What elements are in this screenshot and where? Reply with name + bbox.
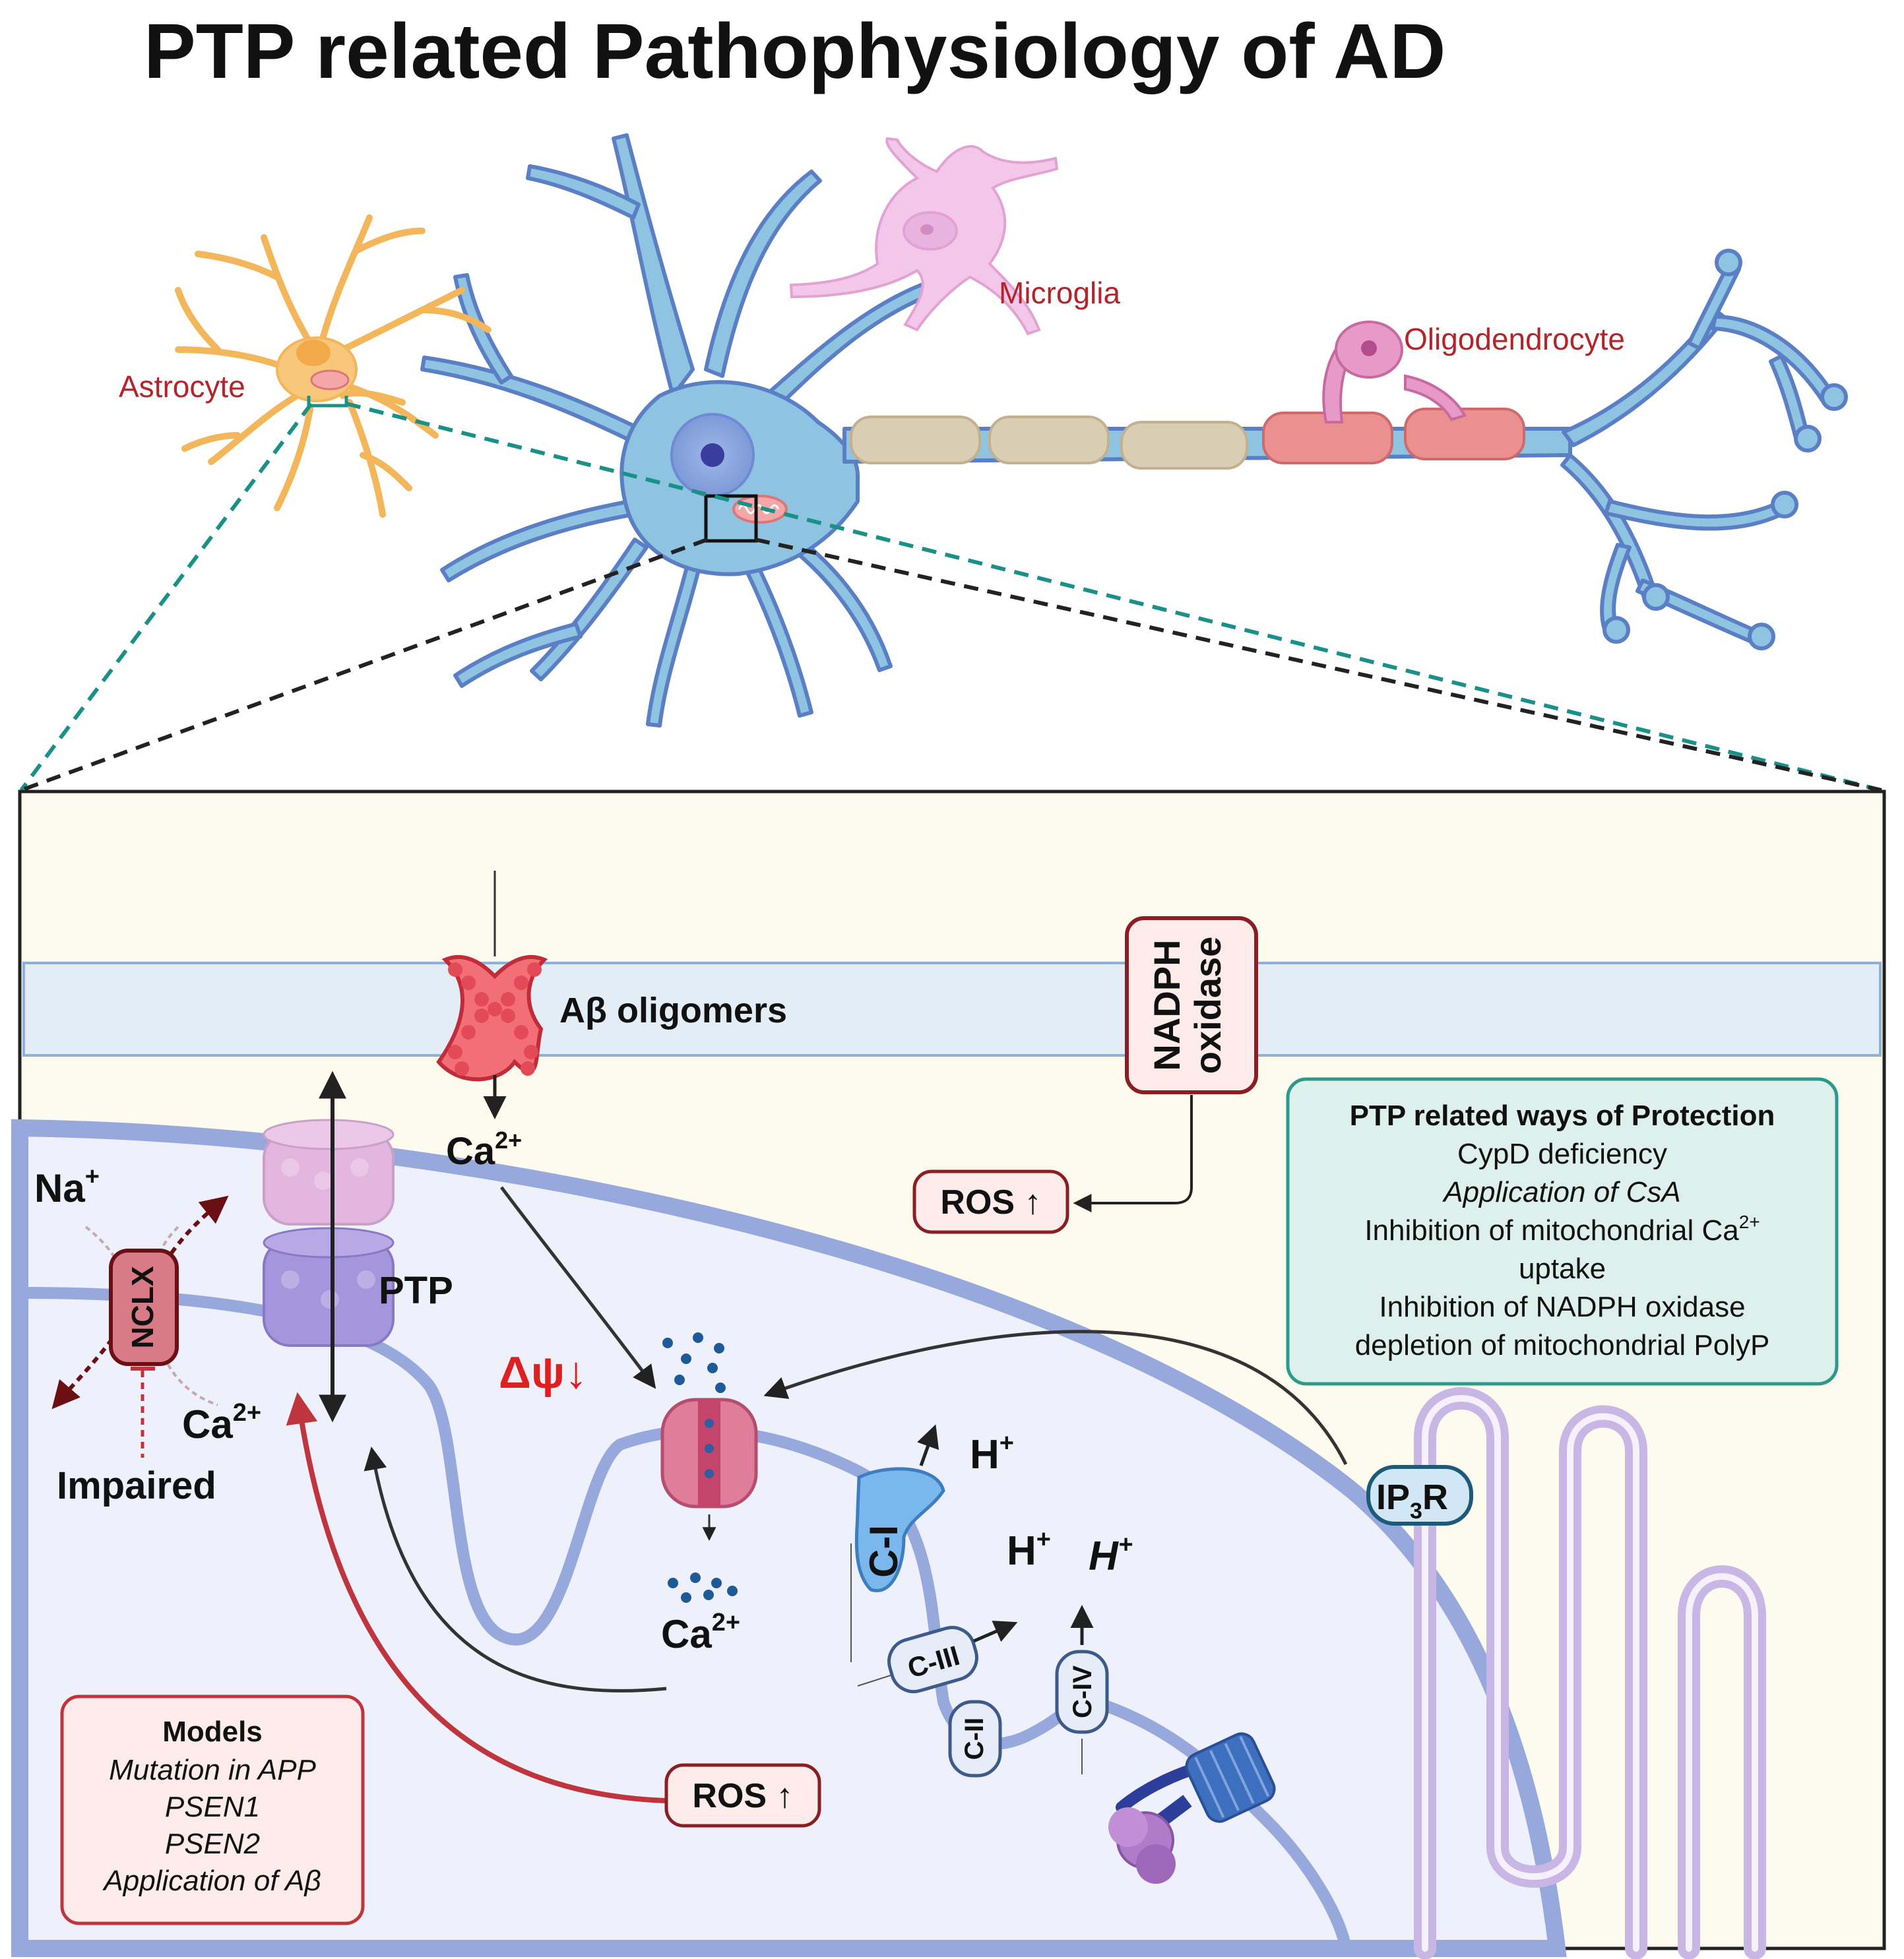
complex-iii-proton-arrow bbox=[973, 1621, 1018, 1643]
protection-heading: PTP related ways of Protection bbox=[1350, 1100, 1775, 1132]
protection-item: Application of CsA bbox=[1442, 1176, 1681, 1208]
abeta-oligomer-channel-icon bbox=[436, 871, 548, 1082]
nadph-oxidase-box bbox=[1125, 916, 1258, 1094]
proton-label: H+ bbox=[970, 1429, 1014, 1477]
endoplasmic-reticulum-lumen bbox=[1422, 1395, 1758, 1952]
models-item: Mutation in APP bbox=[109, 1754, 317, 1786]
myelin-sheath bbox=[1120, 421, 1248, 470]
na-label: Na+ bbox=[34, 1163, 100, 1210]
complex-iv-badge bbox=[1055, 1650, 1109, 1734]
mito-ca-to-ptp-arrow bbox=[364, 1446, 667, 1693]
plasma-membrane bbox=[22, 962, 1882, 1057]
zoom-line-black bbox=[20, 538, 709, 792]
complex-i-label: C-I bbox=[862, 1525, 906, 1578]
calcium-ions-cluster-bottom bbox=[668, 1572, 738, 1603]
nadph-label-line2: oxidase bbox=[1187, 937, 1228, 1074]
neuron-dendrite bbox=[704, 170, 822, 378]
delta-psi-label: Δψ↓ bbox=[499, 1348, 587, 1398]
ros-badge-bottom bbox=[664, 1763, 821, 1828]
atp-synthase-icon bbox=[1108, 1732, 1276, 1884]
oligodendrocyte-cell bbox=[1322, 321, 1467, 423]
complex-iii-badge bbox=[887, 1625, 978, 1694]
neuron-dendrite bbox=[526, 164, 641, 220]
zoom-line-teal bbox=[19, 402, 313, 792]
mitochondrion-inner-membrane bbox=[19, 1287, 1352, 1950]
astrocyte-cell bbox=[175, 214, 492, 518]
neuron-dendrite bbox=[646, 563, 701, 728]
protection-item: CypD deficiency bbox=[1457, 1138, 1667, 1170]
proton-label: H+ bbox=[1089, 1531, 1133, 1579]
ros-label-bottom: ROS ↑ bbox=[692, 1777, 793, 1815]
astrocyte-mitochondrion-icon bbox=[310, 369, 350, 390]
impaired-label: Impaired bbox=[57, 1464, 216, 1507]
zoom-line-teal bbox=[346, 402, 1882, 792]
zoom-bracket-astrocyte bbox=[307, 396, 348, 408]
microglia-cell bbox=[789, 137, 1059, 336]
zoom-box-neuron bbox=[704, 494, 758, 543]
neuron-nucleolus bbox=[701, 443, 724, 467]
mcu-channel-icon bbox=[660, 1398, 758, 1508]
myelin-sheath bbox=[988, 416, 1110, 464]
complex-ii-badge bbox=[948, 1700, 1002, 1778]
neuron-axon-terminal bbox=[1687, 262, 1741, 350]
proton-label: H+ bbox=[1007, 1526, 1051, 1574]
zoom-line-black bbox=[755, 538, 1882, 792]
models-item: Application of Aβ bbox=[102, 1865, 321, 1897]
microglia-label: Microglia bbox=[999, 276, 1120, 310]
models-item: PSEN1 bbox=[165, 1791, 260, 1823]
nadph-label-line1: NADPH bbox=[1146, 939, 1188, 1071]
zoom-lines bbox=[19, 402, 1882, 792]
protection-item: uptake bbox=[1519, 1253, 1606, 1285]
complex-iv-label: C-IV bbox=[1068, 1665, 1097, 1718]
astrocyte-nucleus bbox=[296, 340, 331, 366]
myelin-sheaths bbox=[850, 408, 1525, 470]
neuron-axon-terminal bbox=[1604, 499, 1789, 531]
ca-to-mcu-arrow bbox=[500, 1186, 656, 1389]
calcium-ions-cluster-top bbox=[662, 1332, 726, 1393]
neuron-dendrite bbox=[740, 552, 813, 718]
ca-matrix-label: Ca2+ bbox=[661, 1609, 740, 1656]
complex-i-proton-arrow bbox=[917, 1424, 939, 1466]
myelin-sheath-oligodendrocyte bbox=[1404, 408, 1525, 460]
ip3r-badge bbox=[1366, 1465, 1473, 1526]
neuron-dendrite bbox=[612, 133, 695, 398]
protection-item: Inhibition of mitochondrial Ca2+ bbox=[1364, 1212, 1760, 1247]
ros-to-ptp-arrow bbox=[286, 1392, 666, 1803]
nclx-transporter-box bbox=[109, 1249, 179, 1366]
abeta-oligomers-label: Aβ oligomers bbox=[559, 991, 787, 1030]
ca-entry-label: Ca2+ bbox=[446, 1127, 522, 1173]
ros-label-top: ROS ↑ bbox=[940, 1183, 1041, 1222]
ip3r-label: IP3R bbox=[1376, 1477, 1448, 1524]
neuron-dendrite bbox=[530, 538, 649, 681]
oligodendrocyte-label: Oligodendrocyte bbox=[1404, 322, 1625, 356]
protection-item: depletion of mitochondrial PolyP bbox=[1355, 1329, 1770, 1361]
astrocyte-label: Astrocyte bbox=[119, 369, 245, 404]
nadph-ros-arrow bbox=[1073, 1095, 1193, 1212]
neuron-dendrite bbox=[420, 356, 655, 451]
protection-item: Inhibition of NADPH oxidase bbox=[1379, 1291, 1745, 1323]
ip3r-to-mcu-arrow bbox=[763, 1330, 1348, 1466]
models-box bbox=[60, 1695, 365, 1925]
neuron-dendrite bbox=[453, 622, 583, 688]
models-item: PSEN2 bbox=[165, 1828, 260, 1860]
complex-i-icon bbox=[854, 1467, 945, 1592]
ptp-complex-icon bbox=[263, 1119, 395, 1347]
models-heading: Models bbox=[162, 1716, 263, 1748]
nclx-label: NCLX bbox=[125, 1266, 160, 1349]
ros-badge-top bbox=[912, 1169, 1069, 1234]
myelin-sheath bbox=[850, 416, 981, 464]
neuron-dendrite bbox=[440, 499, 635, 582]
ca-nclx-label: Ca2+ bbox=[182, 1399, 261, 1446]
complex-ii-label: C-II bbox=[960, 1718, 989, 1760]
figure-title: PTP related Pathophysiology of AD bbox=[144, 8, 1446, 95]
ptp-label: PTP bbox=[379, 1269, 453, 1312]
protection-box bbox=[1286, 1077, 1839, 1386]
